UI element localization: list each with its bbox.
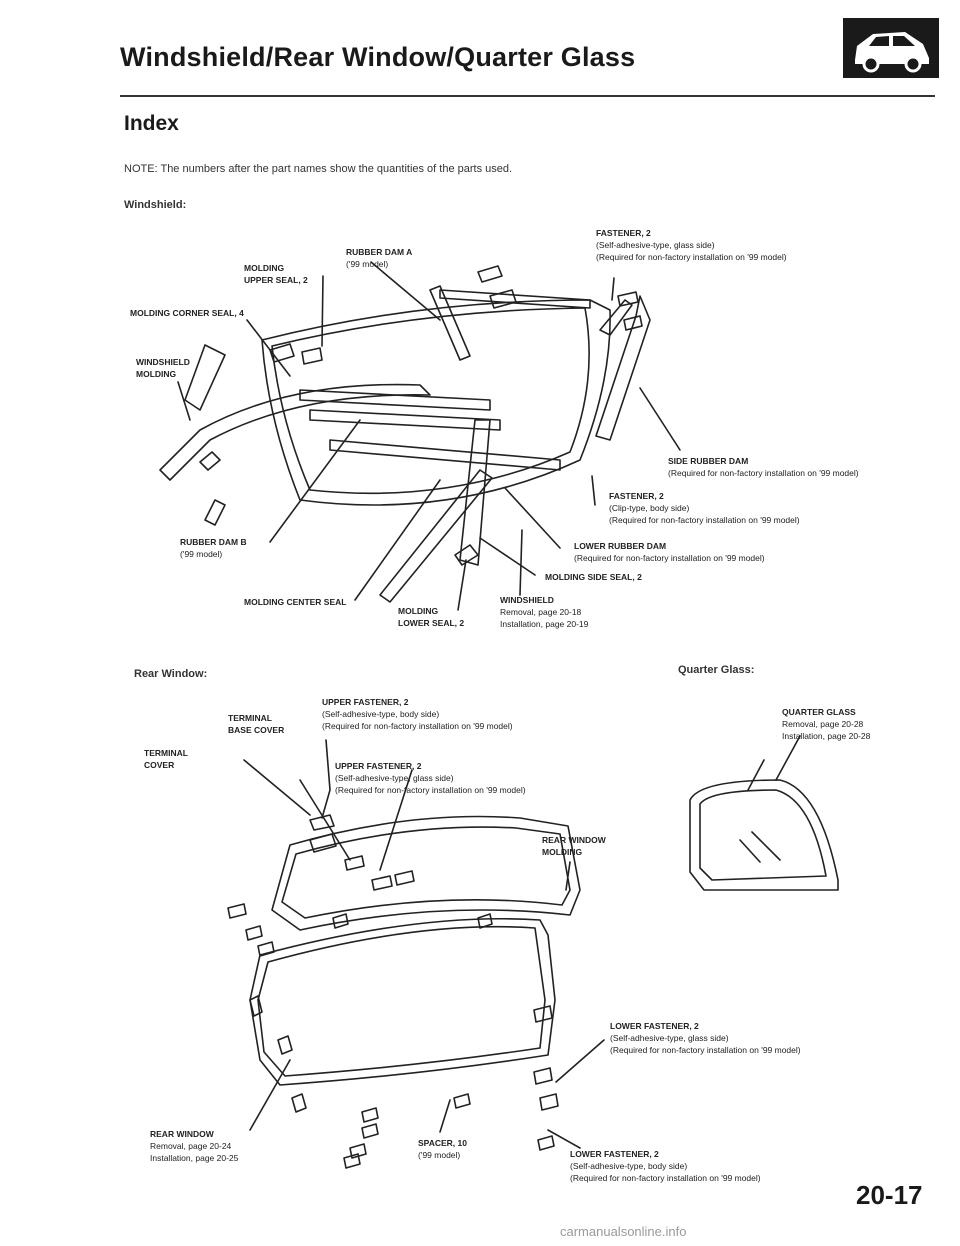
label-lower-fastener-body: LOWER FASTENER, 2 (Self-adhesive-type, b… xyxy=(570,1149,761,1183)
label-quarter-glass: QUARTER GLASS Removal, page 20-28 Instal… xyxy=(782,707,871,741)
label-fastener-clip: FASTENER, 2 (Clip-type, body side) (Requ… xyxy=(609,491,800,525)
label-lower-fastener-glass: LOWER FASTENER, 2 (Self-adhesive-type, g… xyxy=(610,1021,801,1055)
rear-window-heading: Rear Window: xyxy=(134,668,208,680)
label-molding-lower-seal: MOLDING LOWER SEAL, 2 xyxy=(398,606,465,628)
label-rear-window: REAR WINDOW Removal, page 20-24 Installa… xyxy=(150,1129,239,1163)
label-side-rubber-dam: SIDE RUBBER DAM (Required for non-factor… xyxy=(668,456,859,478)
label-molding-center-seal: MOLDING CENTER SEAL xyxy=(244,597,347,607)
label-molding-upper-seal: MOLDING UPPER SEAL, 2 xyxy=(244,263,308,285)
header-rule xyxy=(120,95,935,97)
label-lower-rubber-dam: LOWER RUBBER DAM (Required for non-facto… xyxy=(574,541,765,563)
label-fastener-upper: FASTENER, 2 (Self-adhesive-type, glass s… xyxy=(596,228,787,262)
label-rubber-dam-a: RUBBER DAM A ('99 model) xyxy=(346,247,413,269)
label-molding-side-seal: MOLDING SIDE SEAL, 2 xyxy=(545,572,642,582)
label-upper-fastener-body: UPPER FASTENER, 2 (Self-adhesive-type, b… xyxy=(322,697,513,731)
car-body-icon xyxy=(843,18,939,78)
label-terminal-base-cover: TERMINAL BASE COVER xyxy=(228,713,285,735)
label-rubber-dam-b: RUBBER DAM B ('99 model) xyxy=(180,537,247,559)
note-text: NOTE: The numbers after the part names s… xyxy=(124,163,513,175)
label-terminal-cover: TERMINAL COVER xyxy=(144,748,188,770)
label-rear-window-molding: REAR WINDOW MOLDING xyxy=(542,835,606,857)
watermark: carmanualsonline.info xyxy=(560,1224,687,1239)
label-upper-fastener-glass: UPPER FASTENER, 2 (Self-adhesive-type, g… xyxy=(335,761,526,795)
windshield-heading: Windshield: xyxy=(124,199,187,211)
quarter-glass-heading: Quarter Glass: xyxy=(678,664,755,676)
page-title: Windshield/Rear Window/Quarter Glass xyxy=(120,42,636,72)
label-windshield: WINDSHIELD Removal, page 20-18 Installat… xyxy=(500,595,589,629)
label-molding-corner-seal: MOLDING CORNER SEAL, 4 xyxy=(130,308,244,318)
label-spacer: SPACER, 10 ('99 model) xyxy=(418,1138,467,1160)
index-heading: Index xyxy=(124,112,179,135)
label-windshield-molding: WINDSHIELD MOLDING xyxy=(136,357,190,379)
page-number: 20-17 xyxy=(856,1180,923,1210)
